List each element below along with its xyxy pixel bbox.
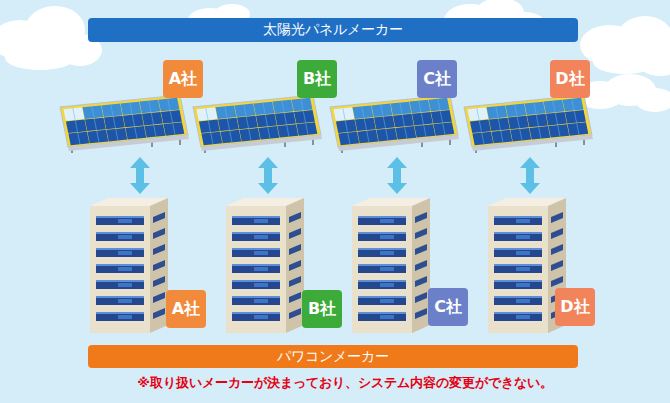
double-arrow [258, 157, 278, 194]
company-name: C社 [434, 297, 462, 318]
double-arrow [387, 157, 407, 194]
solar-panel [322, 95, 460, 153]
company-name: B社 [308, 299, 336, 320]
solar-panel-node: D社 [456, 95, 594, 153]
company-name: D社 [560, 297, 589, 318]
double-arrow [520, 157, 540, 194]
power-conditioner [350, 198, 435, 333]
power-conditioner-node: A社 [88, 198, 173, 333]
solar-panel [185, 95, 323, 153]
company-name: D社 [555, 69, 584, 90]
power-conditioner-node: C社 [350, 198, 435, 333]
solar-panel [456, 95, 594, 153]
company-name: C社 [423, 69, 451, 90]
company-tag: C社 [417, 60, 457, 98]
power-conditioner [88, 198, 173, 333]
band-title: 太陽光パネルメーカー [263, 21, 403, 39]
power-conditioner-node: B社 [224, 198, 309, 333]
company-tag: D社 [555, 288, 595, 326]
company-tag: C社 [428, 288, 468, 326]
company-tag: B社 [297, 60, 337, 98]
power-conditioner [224, 198, 309, 333]
company-name: A社 [169, 69, 197, 90]
solar-panel-node: C社 [322, 95, 460, 153]
company-tag: D社 [550, 60, 590, 98]
double-arrow [130, 157, 150, 194]
company-name: A社 [172, 299, 200, 320]
solar-panel [52, 95, 190, 153]
power-conditioner-node: D社 [486, 198, 571, 333]
company-name: B社 [303, 69, 331, 90]
solar-panel-node: B社 [185, 95, 323, 153]
company-tag: A社 [163, 60, 203, 98]
maker-band: 太陽光パネルメーカー [88, 18, 578, 42]
company-tag: B社 [302, 290, 342, 328]
solar-panel-node: A社 [52, 95, 190, 153]
caution-note: ※取り扱いメーカーが決まっており、システム内容の変更ができない。 [137, 374, 553, 392]
band-title: パワコンメーカー [277, 348, 389, 366]
maker-band: パワコンメーカー [88, 345, 578, 368]
company-tag: A社 [166, 290, 206, 328]
